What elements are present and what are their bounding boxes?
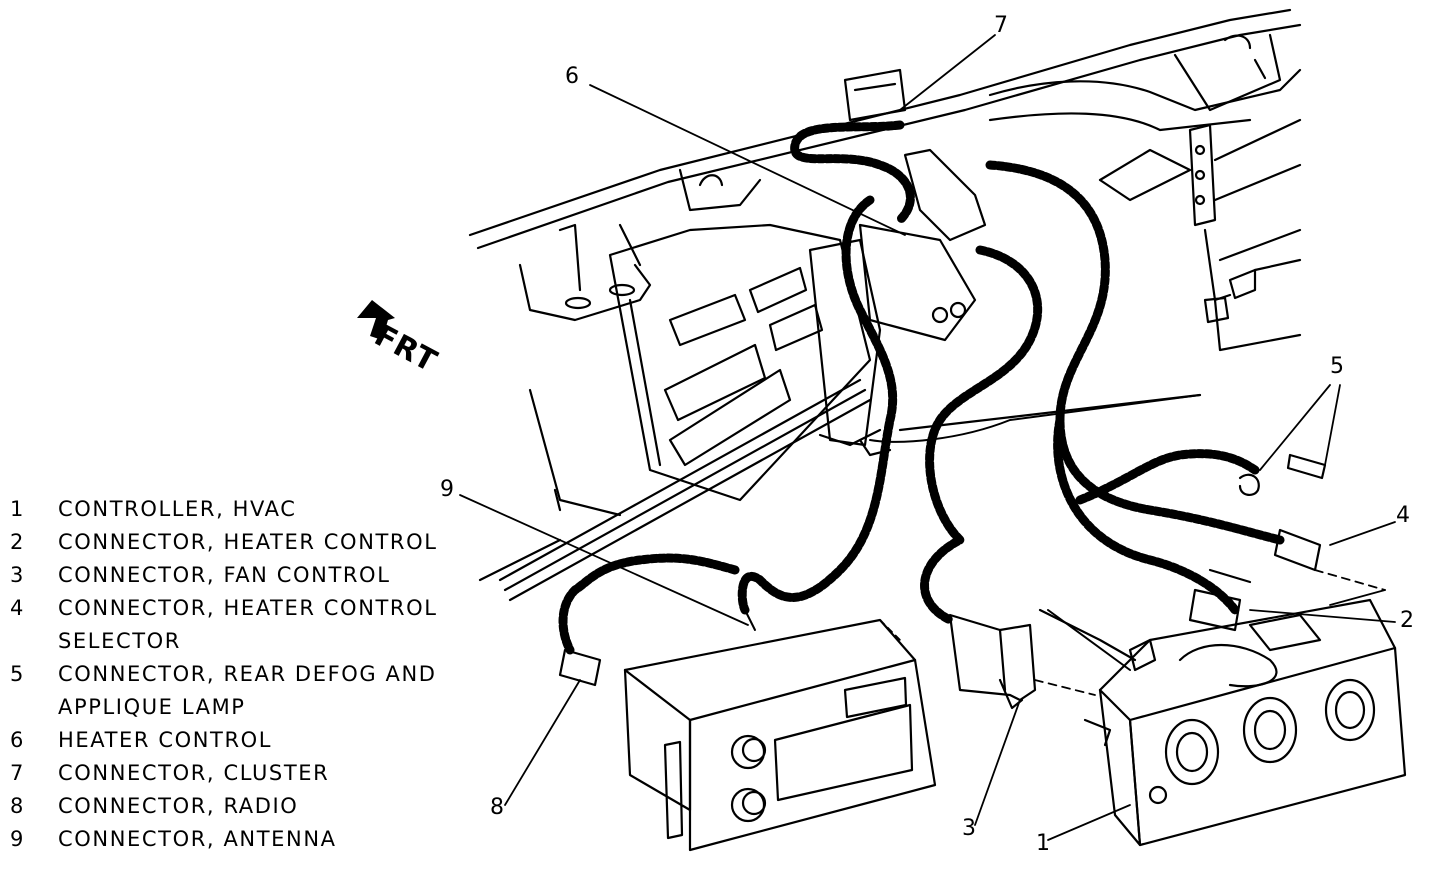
legend-text: CONNECTOR, REAR DEFOG AND [58,662,437,686]
leader-4 [1329,521,1396,546]
legend-text: CONNECTOR, FAN CONTROL [58,563,391,587]
leader-2c [1314,569,1386,591]
callout-4: 4 [1396,503,1410,528]
leader-lines [459,34,1396,841]
legend-text: CONNECTOR, HEATER CONTROL [58,530,438,554]
legend-text: CONNECTOR, HEATER CONTROL [58,596,438,620]
callout-7: 7 [994,13,1008,38]
radio-unit [623,618,937,852]
legend-number: 5 [10,662,25,686]
legend-text: CONNECTOR, ANTENNA [58,827,337,851]
instrument-panel-beam [468,8,1302,602]
legend-text: CONTROLLER, HVAC [58,497,297,521]
legend-number: 7 [10,761,25,785]
legend-text: CONNECTOR, RADIO [58,794,299,818]
dash-3 [1034,679,1096,696]
callout-3: 3 [962,816,976,841]
legend-number: 2 [10,530,25,554]
callout-6: 6 [565,64,579,89]
callout-9: 9 [440,477,454,502]
legend-number: 1 [10,497,25,521]
leader-7 [899,34,996,111]
legend-text: CONNECTOR, CLUSTER [58,761,330,785]
leader-9 [459,494,749,626]
legend-number: 4 [10,596,25,620]
leader-1 [1047,804,1131,841]
leader-3 [974,699,1021,826]
front-arrow-icon [357,300,395,340]
leader-8 [504,679,581,806]
callout-2: 2 [1400,608,1414,633]
hvac-controller [1038,598,1407,847]
heater-control-module [608,148,987,502]
callout-8: 8 [490,795,504,820]
leader-5b [1324,384,1341,466]
leader-2a [1249,609,1396,623]
antenna-lead [744,394,1201,671]
leader-2b [1329,589,1386,606]
legend-number: 8 [10,794,25,818]
legend-number: 9 [10,827,25,851]
legend-text: SELECTOR [58,629,181,653]
leader-6 [589,84,906,236]
legend-number: 6 [10,728,25,752]
legend-text: APPLIQUE LAMP [58,695,246,719]
legend-text: HEATER CONTROL [58,728,273,752]
leader-5a [1259,384,1331,471]
callout-5: 5 [1330,354,1344,379]
legend-number: 3 [10,563,25,587]
callout-1: 1 [1036,831,1050,856]
dash-9 [879,619,901,641]
